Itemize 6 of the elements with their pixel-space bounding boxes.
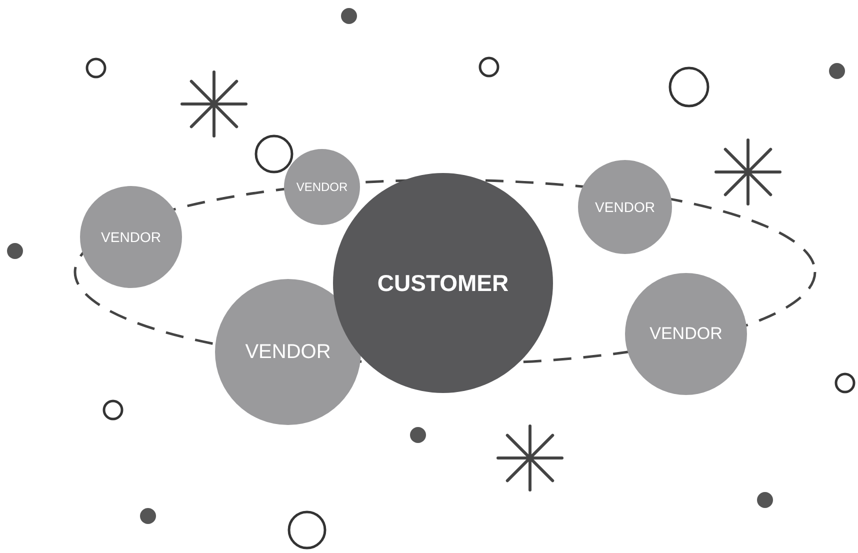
node-label: VENDOR: [650, 324, 722, 344]
node-label: VENDOR: [595, 199, 655, 215]
node-label: VENDOR: [245, 340, 331, 364]
node-label: CUSTOMER: [377, 270, 509, 296]
node-label: VENDOR: [101, 229, 161, 245]
node-label: VENDOR: [296, 180, 348, 194]
